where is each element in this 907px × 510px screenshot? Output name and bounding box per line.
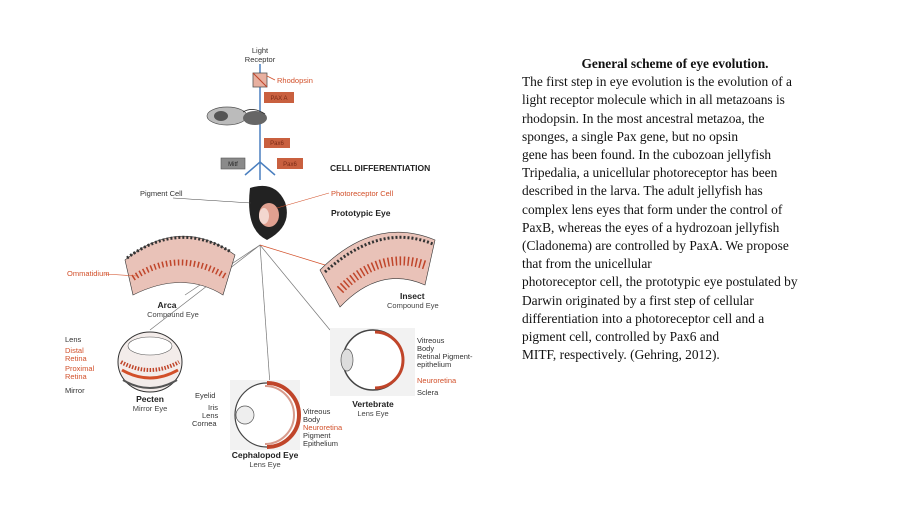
pax-box-2-label: Pax6: [270, 141, 284, 147]
description-line: Darwin originated by a first step of cel…: [522, 292, 754, 308]
cephalopod-lens-eye-illustration: [230, 380, 301, 450]
sponge-illustration: [206, 106, 267, 126]
description-line: Tripedalia, a unicellular photoreceptor …: [522, 165, 778, 181]
retinal-pigment-label-line2: epithelium: [417, 360, 451, 369]
pecten-mirror-eye-illustration: [117, 331, 183, 393]
description-title: General scheme of eye evolution.: [581, 56, 769, 71]
description-line: described in the larva. The adult jellyf…: [522, 183, 763, 199]
mitf-box: [220, 157, 246, 170]
cell-differentiation-label: CELL DIFFERENTIATION: [330, 163, 430, 173]
description-line: sponges, a single Pax gene, but no opsin: [522, 128, 739, 144]
description-paragraph: The first step in eye evolution is the e…: [522, 73, 828, 364]
ommatidium-label: Ommatidium: [67, 269, 110, 278]
vertebrate-vitreous-label-line2: Body: [417, 344, 434, 353]
insect-type-label: Compound Eye: [387, 301, 439, 310]
pigment-epithelium-label-line2: Epithelium: [303, 439, 338, 448]
description-line: gene has been found. In the cubozoan jel…: [522, 147, 772, 163]
pecten-name-label: Pecten: [136, 394, 164, 404]
description-line: differentiation into a photoreceptor cel…: [522, 310, 765, 326]
description-line: photoreceptor cell, the prototypic eye p…: [522, 274, 798, 290]
distal-retina-label-line2: Retina: [65, 354, 88, 363]
description-line: that from the unicellular: [522, 256, 652, 272]
proximal-retina-label-line2: Retina: [65, 372, 88, 381]
eye-evolution-diagram: Light Receptor Rhodopsin PAX A Pax6 Mitf…: [65, 46, 473, 469]
pax-box-3: [277, 158, 303, 169]
vertebrate-vitreous-label-line1: Vitreous: [417, 336, 445, 345]
rhodopsin-label: Rhodopsin: [277, 76, 313, 85]
pax-box-3-label: Pax6: [283, 162, 297, 168]
vertebrate-lens-eye-illustration: [330, 328, 415, 396]
pigment-epithelium-label-line1: Pigment: [303, 431, 331, 440]
retinal-pigment-label-line1: Retinal Pigment-: [417, 352, 473, 361]
pax-box-1-label: PAX A: [271, 96, 288, 102]
description-line: pigment cell, controlled by Pax6 and: [522, 329, 720, 345]
vertebrate-type-label: Lens Eye: [357, 409, 388, 418]
cephalopod-lens-label: Lens: [202, 411, 219, 420]
distal-retina-label-line1: Distal: [65, 346, 84, 355]
arca-compound-eye-illustration: [124, 235, 236, 296]
pax-box-2: [264, 138, 290, 148]
mitf-box-label: Mitf: [228, 162, 238, 168]
light-receptor-label-line1: Light: [252, 46, 269, 55]
iris-label: Iris: [208, 403, 218, 412]
pigment-cell-label: Pigment Cell: [140, 189, 183, 198]
cephalopod-neuroretina-label: Neuroretina: [303, 423, 343, 432]
description-line: The first step in eye evolution is the e…: [522, 74, 792, 90]
insect-name-label: Insect: [400, 291, 425, 301]
light-receptor-label-line2: Receptor: [245, 55, 276, 64]
insect-compound-eye-illustration: [319, 231, 436, 308]
cephalopod-vitreous-label-line1: Vitreous: [303, 407, 331, 416]
pecten-lens-label: Lens: [65, 335, 82, 344]
cephalopod-type-label: Lens Eye: [249, 460, 280, 469]
lineage-split-line: [244, 161, 276, 176]
pax-box-1: [264, 92, 294, 103]
vertebrate-name-label: Vertebrate: [352, 399, 394, 409]
cornea-label: Cornea: [192, 419, 217, 428]
description-line: PaxB, whereas the eyes of a hydrozoan je…: [522, 219, 780, 235]
photoreceptor-cell-label: Photoreceptor Cell: [331, 189, 393, 198]
pecten-type-label: Mirror Eye: [133, 404, 168, 413]
cephalopod-name-label: Cephalopod Eye: [232, 450, 299, 460]
arca-name-label: Arca: [158, 300, 177, 310]
eyelid-label: Eyelid: [195, 391, 215, 400]
mirror-label: Mirror: [65, 386, 85, 395]
description-line: (Cladonema) are controlled by PaxA. We p…: [522, 238, 789, 254]
sclera-label: Sclera: [417, 388, 439, 397]
description-line: rhodopsin. In the most ancestral metazoa…: [522, 110, 765, 126]
arca-type-label: Compound Eye: [147, 310, 199, 319]
cephalopod-vitreous-label-line2: Body: [303, 415, 320, 424]
description-line: light receptor molecule which in all met…: [522, 92, 785, 108]
proximal-retina-label-line1: Proximal: [65, 364, 95, 373]
vertebrate-neuroretina-label: Neuroretina: [417, 376, 457, 385]
prototypic-eye-label: Prototypic Eye: [331, 208, 391, 218]
description-text-block: General scheme of eye evolution. The fir…: [522, 55, 828, 364]
description-line: MITF, respectively. (Gehring, 2012).: [522, 347, 720, 363]
prototypic-eye-illustration: [249, 185, 287, 240]
description-line: complex lens eyes that form under the co…: [522, 201, 783, 217]
